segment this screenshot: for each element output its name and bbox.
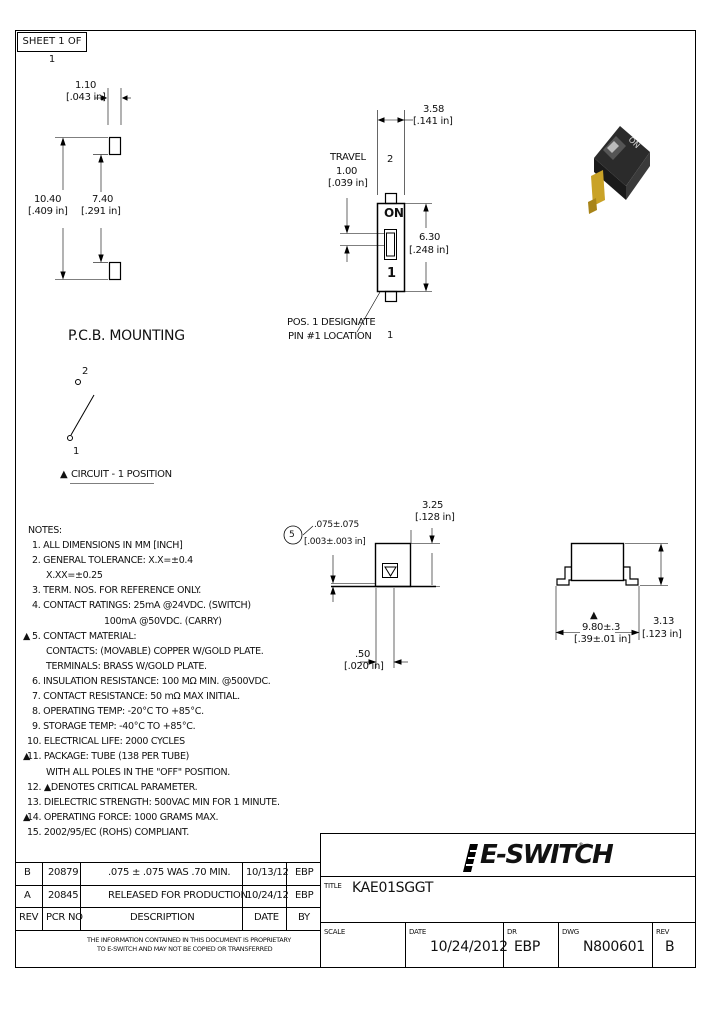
critical-triangle-icon: ▲ xyxy=(23,751,31,763)
critical-triangle-icon: ▲ xyxy=(23,630,31,642)
pin-bottom-number: 1 xyxy=(387,330,394,341)
dim-side-w-in: [.128 in] xyxy=(415,512,455,523)
proprietary-line1: THE INFORMATION CONTAINED IN THIS DOCUME… xyxy=(87,936,291,944)
dim-width: 3.58 xyxy=(423,104,445,115)
travel-label: TRAVEL xyxy=(330,152,366,163)
rev-header-rev: REV xyxy=(19,912,39,923)
note-item: 100mA @50VDC. (CARRY) xyxy=(104,615,222,627)
drawing-date: 10/24/2012 xyxy=(430,939,508,955)
note-item: X.XX=±0.25 xyxy=(46,570,103,582)
dwg-label: DWG xyxy=(562,928,579,936)
proprietary-line2: TO E-SWITCH AND MAY NOT BE COPIED OR TRA… xyxy=(97,945,273,953)
sheet-number: SHEET 1 OF 1 xyxy=(17,32,87,65)
logo-mark xyxy=(463,844,480,872)
note-item: 8. OPERATING TEMP: -20°C TO +85°C. xyxy=(32,706,204,718)
dim-pad-span-in: [.291 in] xyxy=(81,206,121,217)
pcb-mounting-label: P.C.B. MOUNTING xyxy=(68,328,185,344)
rev-header-by: BY xyxy=(298,912,310,923)
logo-trademark: ® xyxy=(578,842,584,849)
note-item: TERMINALS: BRASS W/GOLD PLATE. xyxy=(46,660,207,672)
drawn-by: EBP xyxy=(514,939,540,955)
note-item: 13. DIELECTRIC STRENGTH: 500VAC MIN FOR … xyxy=(27,796,280,808)
rev-row-2-desc: RELEASED FOR PRODUCTION xyxy=(108,890,248,901)
rev-header-desc: DESCRIPTION xyxy=(130,912,195,923)
product-photo: ON xyxy=(588,126,650,214)
dim-overall-h: 10.40 xyxy=(34,194,62,205)
dim-front-w: 9.80±.3 xyxy=(582,622,621,633)
note-item: 6. INSULATION RESISTANCE: 100 MΩ MIN. @5… xyxy=(32,675,271,687)
critical-triangle-icon: ▲ xyxy=(23,811,31,823)
drawn-by-label: DR xyxy=(507,928,517,936)
dim-overall-h-in: [.409 in] xyxy=(28,206,68,217)
dim-pad-span: 7.40 xyxy=(92,194,114,205)
dim-side-bottom-in: [.020 in] xyxy=(344,661,384,672)
dim-side-w: 3.25 xyxy=(422,500,444,511)
note-item: 12. ▲DENOTES CRITICAL PARAMETER. xyxy=(27,781,198,793)
critical-triangle-icon: ▲ xyxy=(590,610,598,621)
note-item: 7. CONTACT RESISTANCE: 50 mΩ MAX INITIAL… xyxy=(32,691,240,702)
rev-row-1-date: 10/13/12 xyxy=(246,867,289,878)
dim-side-top-in: [.003±.003 in] xyxy=(304,537,366,547)
note-item: 4. CONTACT RATINGS: 25mA @24VDC. (SWITCH… xyxy=(32,600,251,612)
rev-row-1-rev: B xyxy=(24,867,31,878)
note-item: 5. CONTACT MATERIAL: xyxy=(32,630,137,642)
circuit-label: CIRCUIT - 1 POSITION xyxy=(71,469,172,480)
critical-triangle-icon: ▲ xyxy=(60,469,68,480)
note-item: 9. STORAGE TEMP: -40°C TO +85°C. xyxy=(32,721,196,733)
date-label: DATE xyxy=(409,928,427,936)
note-item: 2. GENERAL TOLERANCE: X.X=±0.4 xyxy=(32,555,193,567)
dim-front-h: 3.13 xyxy=(653,616,675,627)
crit-number: 5 xyxy=(289,530,295,540)
note-item: 14. OPERATING FORCE: 1000 GRAMS MAX. xyxy=(27,811,219,823)
circuit-pin2: 2 xyxy=(82,366,89,377)
drawing-number: N800601 xyxy=(583,939,645,955)
pos1-label-line2: PIN #1 LOCATION xyxy=(288,331,372,342)
rev-header-date: DATE xyxy=(254,912,279,923)
note-item: 1. ALL DIMENSIONS IN MM [INCH] xyxy=(32,540,183,551)
revision-letter: B xyxy=(665,939,675,955)
dim-side-bottom: .50 xyxy=(355,649,371,660)
company-logo: E-SWITCH xyxy=(480,840,614,870)
note-item: CONTACTS: (MOVABLE) COPPER W/GOLD PLATE. xyxy=(46,645,264,657)
dim-body-h-in: [.248 in] xyxy=(409,245,449,256)
notes-header: NOTES: xyxy=(28,525,62,536)
rev-row-1-pcr: 20879 xyxy=(48,867,79,878)
rev-header-pcr: PCR NO xyxy=(46,912,83,923)
dim-body-h: 6.30 xyxy=(419,232,441,243)
rev-row-2-rev: A xyxy=(24,890,31,901)
note-item: 3. TERM. NOS. FOR REFERENCE ONLY. xyxy=(32,585,201,597)
rev-row-2-pcr: 20845 xyxy=(48,890,79,901)
dim-top-left-w: 1.10 xyxy=(75,80,97,91)
note-item: 10. ELECTRICAL LIFE: 2000 CYCLES xyxy=(27,736,185,748)
note-item: WITH ALL POLES IN THE "OFF" POSITION. xyxy=(46,766,231,778)
note-item: 15. 2002/95/EC (ROHS) COMPLIANT. xyxy=(27,826,189,838)
dim-width-in: [.141 in] xyxy=(413,116,453,127)
rev-row-1-by: EBP xyxy=(295,867,314,878)
switch-on-text: ON xyxy=(384,206,404,220)
dim-top-left-w-in: [.043 in] xyxy=(66,92,106,103)
part-title: KAE01SGGT xyxy=(352,880,434,896)
note-item: 11. PACKAGE: TUBE (138 PER TUBE) xyxy=(27,751,190,763)
pin-top-number: 2 xyxy=(387,154,394,165)
pos1-label-line1: POS. 1 DESIGNATE xyxy=(287,317,376,328)
rev-label: REV xyxy=(656,928,670,936)
scale-label: SCALE xyxy=(324,928,345,936)
rev-row-2-date: 10/24/12 xyxy=(246,890,289,901)
rev-row-2-by: EBP xyxy=(295,890,314,901)
title-label: TITLE xyxy=(324,882,342,890)
circuit-pin1: 1 xyxy=(73,446,80,457)
dim-travel: 1.00 xyxy=(336,166,358,177)
dim-front-w-in: [.39±.01 in] xyxy=(574,634,631,645)
dim-front-h-in: [.123 in] xyxy=(642,629,682,640)
dim-travel-in: [.039 in] xyxy=(328,178,368,189)
rev-row-1-desc: .075 ± .075 WAS .70 MIN. xyxy=(108,867,231,878)
dim-side-top: .075±.075 xyxy=(314,520,359,530)
switch-one-text: 1 xyxy=(387,266,396,281)
